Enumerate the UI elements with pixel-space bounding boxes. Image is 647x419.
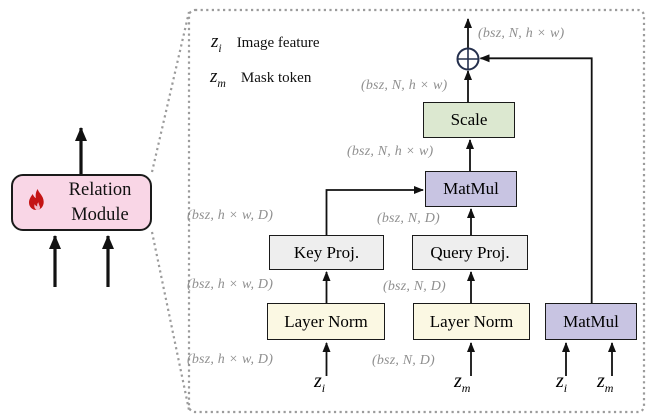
dim-output: (bsz, N, h × w) [478,26,565,41]
relation-module-label: Relation Module [56,178,144,226]
dim-zm-input: (bsz, N, D) [372,353,435,368]
legend-image-feature: zi Image feature [211,31,320,56]
flame-icon [29,189,44,210]
matmul-right-box: MatMul [545,303,637,340]
scale-label: Scale [450,110,488,129]
circled-plus-icon [456,47,480,71]
matmul-right-label: MatMul [563,311,619,331]
scale-box: Scale [423,102,515,138]
zi-symbol: zi [211,31,222,55]
input-zm-mid: zm [454,370,471,395]
relation-module-line2: Module [71,204,129,225]
query-proj-box: Query Proj. [412,235,528,270]
layer-norm-left-box: Layer Norm [267,303,385,340]
zm-description: Mask token [240,70,312,86]
matmul-center-box: MatMul [425,171,517,207]
dim-key-below: (bsz, h × w, D) [187,277,274,292]
input-zi-left: zi [314,370,326,395]
input-zi-right: zi [556,370,568,395]
zm-symbol: zm [210,66,226,90]
input-zm-right: zm [597,370,614,395]
module-arrows [49,127,114,287]
legend-mask-token: zm Mask token [210,66,311,91]
dim-above-scale: (bsz, N, h × w) [361,78,448,93]
zi-description: Image feature [236,35,320,51]
flow-arrows [322,18,616,376]
layer-norm-left-label: Layer Norm [284,311,368,331]
dim-zi-input: (bsz, h × w, D) [187,352,274,367]
matmul-center-label: MatMul [443,179,499,198]
key-proj-box: Key Proj. [269,235,384,270]
dim-below-scale: (bsz, N, h × w) [347,144,434,159]
dotted-panel-border [150,8,646,414]
relation-module-box: Relation Module [11,174,152,231]
relation-module-line1: Relation [68,180,132,201]
layer-norm-right-label: Layer Norm [429,311,514,331]
dim-query-below: (bsz, N, D) [383,279,446,294]
dim-query-above: (bsz, N, D) [377,211,440,226]
layer-norm-right-box: Layer Norm [413,303,530,340]
key-proj-label: Key Proj. [293,242,360,262]
query-proj-label: Query Proj. [430,242,510,262]
dim-key-above: (bsz, h × w, D) [187,208,274,223]
